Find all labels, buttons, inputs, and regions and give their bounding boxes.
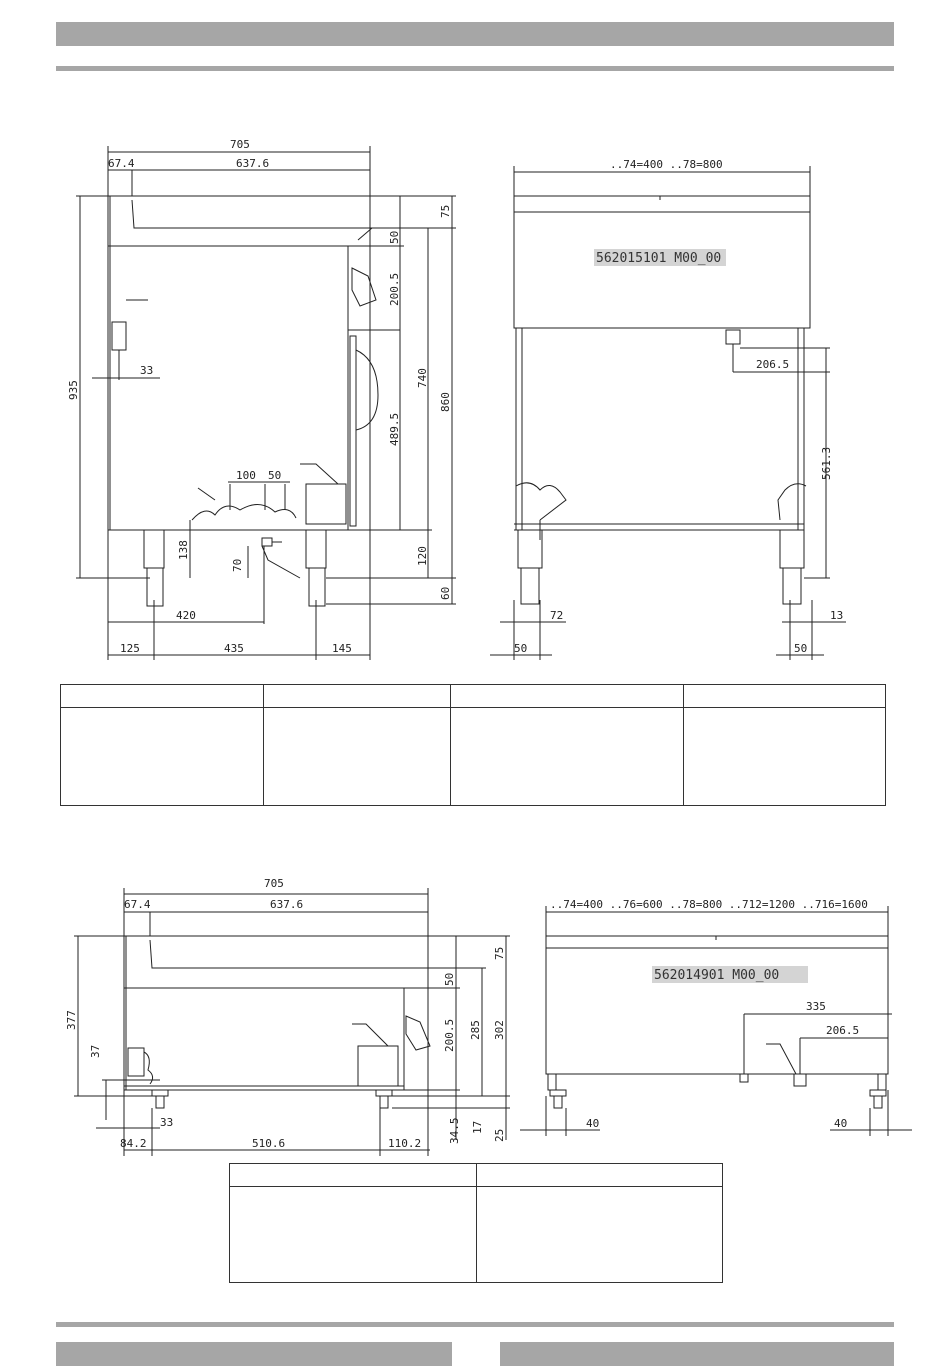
table-cell	[60, 707, 264, 806]
table-cell	[476, 1186, 723, 1283]
dim-label: 70	[231, 559, 244, 572]
dim-label: 50	[388, 231, 401, 244]
dim-label: 50	[268, 469, 281, 482]
dim-label: 67.4	[108, 157, 135, 170]
dim-label: 40	[834, 1117, 847, 1130]
table-cell	[683, 684, 886, 708]
dim-label: 37	[89, 1045, 102, 1058]
drawing2-side-view	[74, 888, 510, 1156]
table-cell	[263, 707, 451, 806]
drawing1-code-bg	[594, 249, 726, 266]
dim-label: 145	[332, 642, 352, 655]
table-cell	[229, 1163, 477, 1187]
dim-label: 285	[469, 1020, 482, 1040]
dim-label: 110.2	[388, 1137, 421, 1150]
dim-label: 510.6	[252, 1137, 285, 1150]
dim-label: 125	[120, 642, 140, 655]
drawing1-front-view	[490, 166, 846, 660]
dim-label: 120	[416, 546, 429, 566]
table-cell	[263, 684, 451, 708]
spec-table-1	[60, 684, 886, 806]
dim-label: 34.5	[448, 1118, 461, 1145]
dim-label: 740	[416, 368, 429, 388]
dim-label: 40	[586, 1117, 599, 1130]
dim-label: 935	[67, 380, 80, 400]
dim-label: 60	[439, 587, 452, 600]
dim-label: 25	[493, 1129, 506, 1142]
header-rule	[56, 66, 894, 71]
dim-label: 100	[236, 469, 256, 482]
top-dim-label: ..74=400 ..76=600 ..78=800 ..712=1200 ..…	[550, 898, 868, 911]
dim-label: 561.3	[820, 447, 833, 480]
table-row	[229, 1163, 723, 1187]
table-cell	[229, 1186, 477, 1283]
drawing1-side-view	[76, 146, 456, 660]
footer-rule	[56, 1322, 894, 1327]
drawing2-front-view	[520, 906, 912, 1136]
dim-label: 50	[794, 642, 807, 655]
dim-label: 200.5	[388, 273, 401, 306]
dim-label: 377	[65, 1010, 78, 1030]
dim-label: 33	[140, 364, 153, 377]
dim-label: 420	[176, 609, 196, 622]
dim-label: 705	[264, 877, 284, 890]
dim-label: 637.6	[236, 157, 269, 170]
drawing1-code: 562015101 M00_00	[596, 251, 721, 266]
dim-label: 335	[806, 1000, 826, 1013]
dim-label: 75	[493, 947, 506, 960]
header-bar	[56, 22, 894, 46]
footer-bar-right	[500, 1342, 894, 1366]
drawing2-code-bg	[652, 966, 808, 983]
dim-label: 72	[550, 609, 563, 622]
table-cell	[476, 1163, 723, 1187]
dim-label: 84.2	[120, 1137, 147, 1150]
dim-label: 50	[514, 642, 527, 655]
dim-label: 200.5	[443, 1019, 456, 1052]
dim-label: 302	[493, 1020, 506, 1040]
table-cell	[450, 684, 684, 708]
dim-label: 33	[160, 1116, 173, 1129]
dim-label: 138	[177, 540, 190, 560]
table-row	[60, 707, 886, 806]
dim-label: 67.4	[124, 898, 151, 911]
dim-label: 206.5	[756, 358, 789, 371]
dim-label: 435	[224, 642, 244, 655]
drawing2-code: 562014901 M00_00	[654, 968, 779, 983]
dim-label: 860	[439, 392, 452, 412]
table-row	[60, 684, 886, 708]
dim-label: 489.5	[388, 413, 401, 446]
table-cell	[683, 707, 886, 806]
table-cell	[450, 707, 684, 806]
dim-label: 50	[443, 973, 456, 986]
dim-label: 75	[439, 205, 452, 218]
footer-bar-left	[56, 1342, 452, 1366]
spec-table-2	[229, 1163, 723, 1283]
table-row	[229, 1186, 723, 1283]
dim-label: 13	[830, 609, 843, 622]
dim-label: 637.6	[270, 898, 303, 911]
table-cell	[60, 684, 264, 708]
dim-label: 17	[471, 1121, 484, 1134]
dim-label: 705	[230, 138, 250, 151]
dim-label: 206.5	[826, 1024, 859, 1037]
top-dim-label: ..74=400 ..78=800	[610, 158, 723, 171]
